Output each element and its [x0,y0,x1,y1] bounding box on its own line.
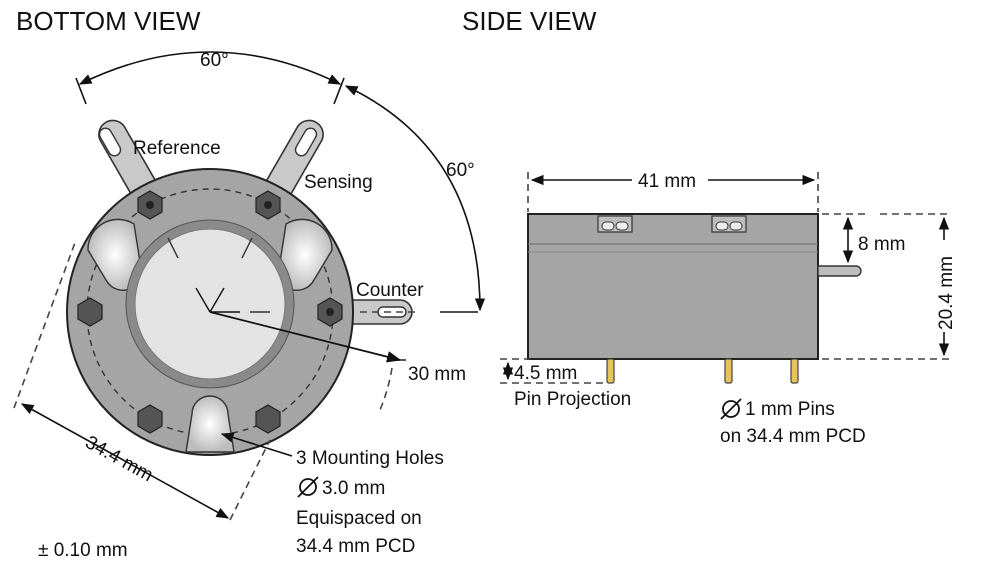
radius-label: 30 mm [408,364,466,385]
angle-arc-right [344,85,486,312]
pin-length-label: 4.5 mm [514,363,577,384]
sensor-face [134,228,286,380]
diameter-extension [13,239,77,409]
angle-top-label: 60° [200,50,229,71]
side-body [527,213,819,360]
bottom-view-title: BOTTOM VIEW [16,6,201,36]
pin [790,358,799,384]
height-label: 20.4 mm [936,256,957,330]
diameter-symbol-icon [297,476,319,498]
holes-label-3: Equispaced on [296,508,422,529]
diameter-symbol-icon [720,398,742,420]
side-tab [817,265,862,277]
tick-mark [167,237,179,259]
top-connector [597,215,633,233]
holes-label-1: 3 Mounting Holes [296,448,444,469]
bottom-view: 30 mm 60° 60° Reference Sensing Counter … [13,50,486,557]
outer-arc [379,367,393,411]
angle-right-label: 60° [446,160,475,181]
side-view: 41 mm 8 mm 20.4 mm [500,171,957,447]
top-connector [711,215,747,233]
holes-label-2: 3.0 mm [322,478,385,499]
reference-label: Reference [133,138,221,159]
pin-projection-label: Pin Projection [514,389,631,410]
angle-extension [75,77,87,105]
side-view-title: SIDE VIEW [462,6,597,36]
tolerance-note: ± 0.10 mm [38,540,128,561]
hex-nut [317,297,343,327]
pin [724,358,733,384]
sensing-label: Sensing [304,172,373,193]
angle-extension [333,77,345,105]
pins-label-2: on 34.4 mm PCD [720,426,866,447]
tick-mark [241,237,253,259]
hex-nut [77,297,103,327]
hex-nut [255,404,281,434]
center-line [209,287,225,313]
diameter-arrow [20,403,230,519]
radius-arrow [209,311,402,363]
width-label: 41 mm [638,171,696,192]
diameter-extension [229,439,271,521]
pins-label-1: 1 mm Pins [745,399,835,420]
tab-label: 8 mm [858,234,906,255]
hex-nut [137,190,163,220]
pin [606,358,615,384]
angle-arc-top [78,51,342,85]
counter-label: Counter [356,280,424,301]
hex-nut [255,190,281,220]
holes-leader [220,432,293,457]
center-line [195,287,211,313]
holes-label-4: 34.4 mm PCD [296,536,415,557]
